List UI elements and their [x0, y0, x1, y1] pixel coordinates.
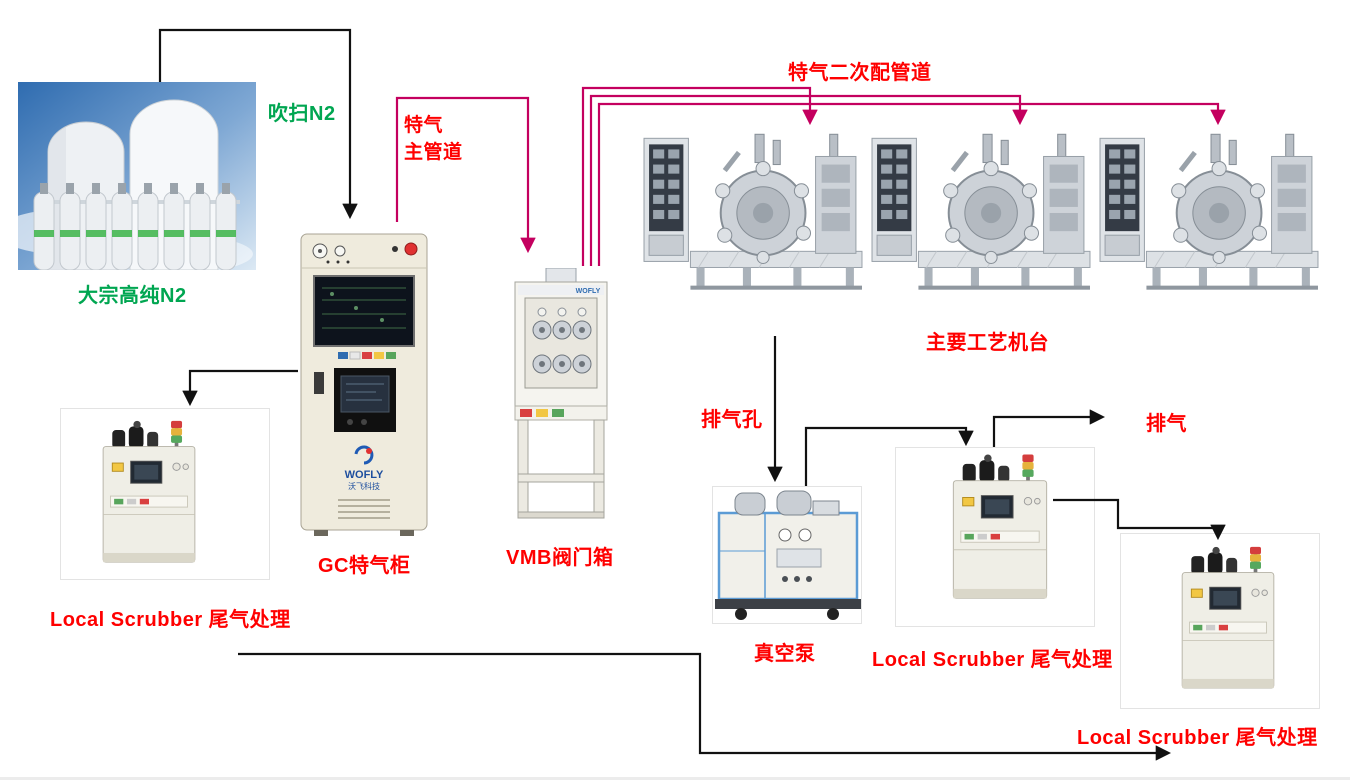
vmb-box-label: VMB阀门箱: [506, 547, 614, 569]
purge-n2-label: 吹扫N2: [268, 103, 336, 125]
logo-brand-text: WOFLY: [345, 469, 384, 481]
bulk-n2-label: 大宗高纯N2: [78, 285, 187, 307]
scrubber-right-figure: [1173, 544, 1283, 702]
emergency-button-icon: [404, 242, 418, 256]
scrubber-mid-photo: [895, 447, 1095, 627]
process-tool-figure-3: [1098, 132, 1320, 296]
main-pipe-label-line2: 主管道: [404, 142, 463, 163]
scrubber-right-photo: [1120, 533, 1320, 709]
bulk-n2-tanks-photo: [18, 82, 256, 270]
vacuum-pump-figure: [715, 490, 861, 620]
sticker-row: [338, 351, 396, 360]
process-tool-figure-2: [870, 132, 1092, 296]
vmb-sticker-band: [514, 405, 608, 421]
pump-canisters: [734, 490, 812, 516]
secondary-pipe-label: 特气二次配管道: [788, 62, 932, 84]
exhaust-label: 排气: [1146, 413, 1187, 435]
scrubber-mid-figure: [944, 452, 1056, 612]
gc-cabinet-label: GC特气柜: [318, 555, 411, 577]
vacuum-pump-label: 真空泵: [754, 643, 816, 665]
vmb-logo-text: WOFLY: [576, 288, 601, 295]
wofly-logo: WOFLY 沃飞科技: [345, 445, 384, 491]
main-pipe-label: 特气 主管道: [404, 112, 463, 166]
scrubber-mid-label: Local Scrubber 尾气处理: [872, 649, 1113, 671]
control-screen: [334, 368, 396, 432]
vmb-window: [524, 297, 598, 389]
scrubber-left-label: Local Scrubber 尾气处理: [50, 609, 291, 631]
vacuum-pump-photo: [712, 486, 862, 624]
gc-gas-cabinet-figure: WOFLY 沃飞科技: [300, 233, 428, 536]
main-pipe-label-line1: 特气: [404, 115, 444, 136]
scrubber-left-figure: [93, 419, 205, 575]
pump-panel: [776, 528, 822, 582]
vent-slots: [338, 499, 390, 519]
vmb-stand: [517, 419, 605, 519]
connector-gc-to-scrubber-left: [182, 369, 298, 407]
scrubber-left-photo: [60, 408, 270, 580]
connector-scrubber-mid-exhaust: [992, 409, 1106, 447]
process-tool-figure-1: [642, 132, 864, 296]
vent-hole-label: 排气孔: [701, 409, 763, 431]
process-tools-label: 主要工艺机台: [926, 332, 1049, 354]
gauge-icons: [312, 243, 346, 259]
logo-sub-text: 沃飞科技: [348, 481, 380, 491]
cabinet-window: [313, 275, 415, 347]
scrubber-right-label: Local Scrubber 尾气处理: [1077, 727, 1318, 749]
vmb-valve-box-figure: WOFLY: [514, 268, 608, 519]
